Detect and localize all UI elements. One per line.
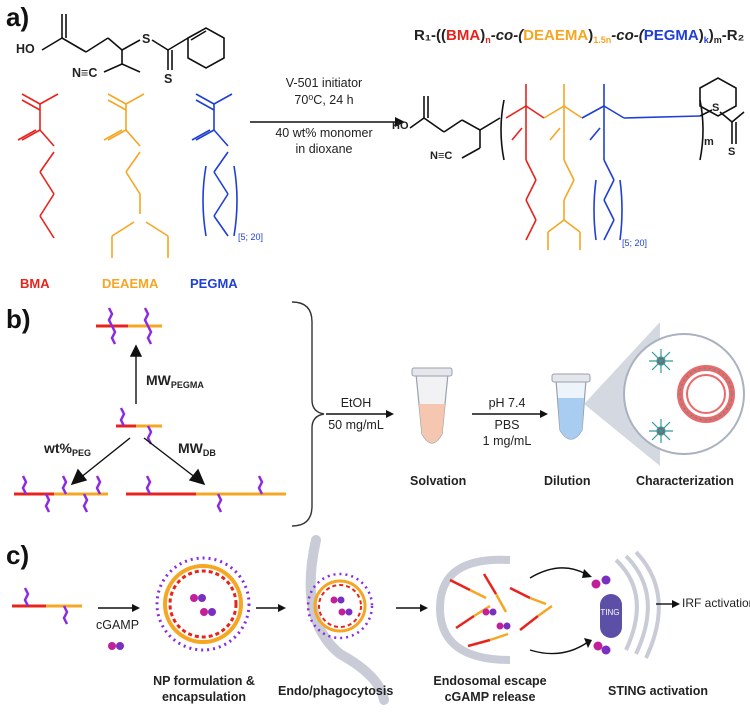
arrow-to-sting-bottom (529, 641, 589, 655)
monomer-name-bma: BMA (20, 276, 50, 291)
product-backbone-deaema (543, 84, 583, 250)
deaema-monomer (103, 93, 169, 258)
sting-label: STING (595, 608, 620, 617)
product-backbone-pegma (581, 84, 701, 241)
mw-pegma-label: MWPEGMA (146, 372, 204, 390)
nanoparticle (155, 556, 251, 652)
raft-agent-structure (41, 14, 225, 73)
cgamp-left (108, 642, 124, 650)
vesicle (677, 365, 735, 423)
dilution-buffer: PBS (494, 418, 520, 432)
product-structure (409, 77, 745, 161)
label-endosomal-escape: Endosomal escape (433, 674, 547, 688)
product-s2-label: S (728, 146, 736, 158)
label-characterization: Characterization (636, 474, 734, 488)
released-polymers (449, 573, 553, 648)
product-s-label: S (712, 102, 720, 114)
product-ho-label: HO (392, 120, 409, 132)
monomer-name-deaema: DEAEMA (102, 276, 159, 291)
curly-brace (291, 301, 325, 527)
mw-db-label: MWDB (178, 440, 216, 458)
polymer-cartoon-c (12, 587, 82, 625)
panel-label-c: c) (6, 540, 30, 570)
raft-s-label: S (142, 32, 151, 46)
raft-ho-label: HO (16, 42, 35, 56)
product-peg-repeat: [5; 20] (622, 238, 648, 248)
solvation-concentration: 50 mg/mL (328, 418, 384, 432)
wt-peg-label: wt%PEG (44, 440, 92, 458)
polymer-cartoon-left (14, 475, 108, 513)
condition-initiator: V-501 initiator (285, 76, 363, 90)
label-solvation: Solvation (410, 474, 467, 488)
bma-monomer (17, 93, 59, 239)
endosome-membrane (435, 555, 511, 664)
cgamp-label: cGAMP (96, 618, 140, 632)
variation-arrows (70, 344, 206, 486)
micelle-bottom (649, 419, 673, 443)
released-cgamp (482, 608, 511, 630)
endocytosed-np (306, 572, 374, 640)
polymer-cartoon-right (126, 475, 286, 513)
irf-label: IRF activation (682, 596, 750, 610)
er-membrane (614, 550, 661, 659)
pegma-monomer (191, 93, 238, 237)
reaction-arrowhead (395, 117, 405, 127)
arrow-to-sting-top (529, 567, 587, 579)
condition-monomer: 40 wt% monomer (275, 126, 373, 140)
polymer-cartoon-center (116, 407, 162, 445)
dilution-ph: pH 7.4 (488, 396, 526, 410)
panel-label-b: b) (6, 304, 31, 334)
label-encapsulation: encapsulation (161, 690, 247, 704)
label-cgamp-release: cGAMP release (444, 690, 536, 704)
solvation-solvent: EtOH (340, 396, 372, 410)
cell-membrane (305, 535, 389, 705)
product-backbone-bma (505, 84, 545, 241)
micelle-top (649, 349, 673, 373)
product-nc-label: N≡C (430, 150, 453, 162)
dilution-concentration: 1 mg/mL (482, 434, 532, 448)
copolymer-formula: R₁-((BMA)n-co-(DEAEMA)1.5n-co-(PEGMA)k)m… (414, 27, 745, 45)
raft-nc-label: N≡C (72, 66, 98, 80)
raft-s2-label: S (164, 72, 173, 86)
condition-solvent: in dioxane (295, 142, 353, 156)
condition-temp-time: 70⁰C, 24 h (294, 93, 354, 107)
panel-label-a: a) (6, 2, 30, 32)
monomer-name-pegma: PEGMA (190, 276, 238, 291)
tube-dilution (551, 373, 591, 440)
tube-solvation (411, 367, 453, 444)
label-sting-activation: STING activation (608, 684, 709, 698)
pegma-repeat: [5; 20] (238, 232, 264, 242)
label-np-formulation: NP formulation & (153, 674, 255, 688)
product-m-subscript: m (704, 136, 714, 148)
label-endocytosis: Endo/phagocytosis (278, 684, 394, 698)
label-dilution: Dilution (544, 474, 591, 488)
polymer-cartoon-top (96, 307, 162, 345)
sting-protein (591, 575, 622, 655)
